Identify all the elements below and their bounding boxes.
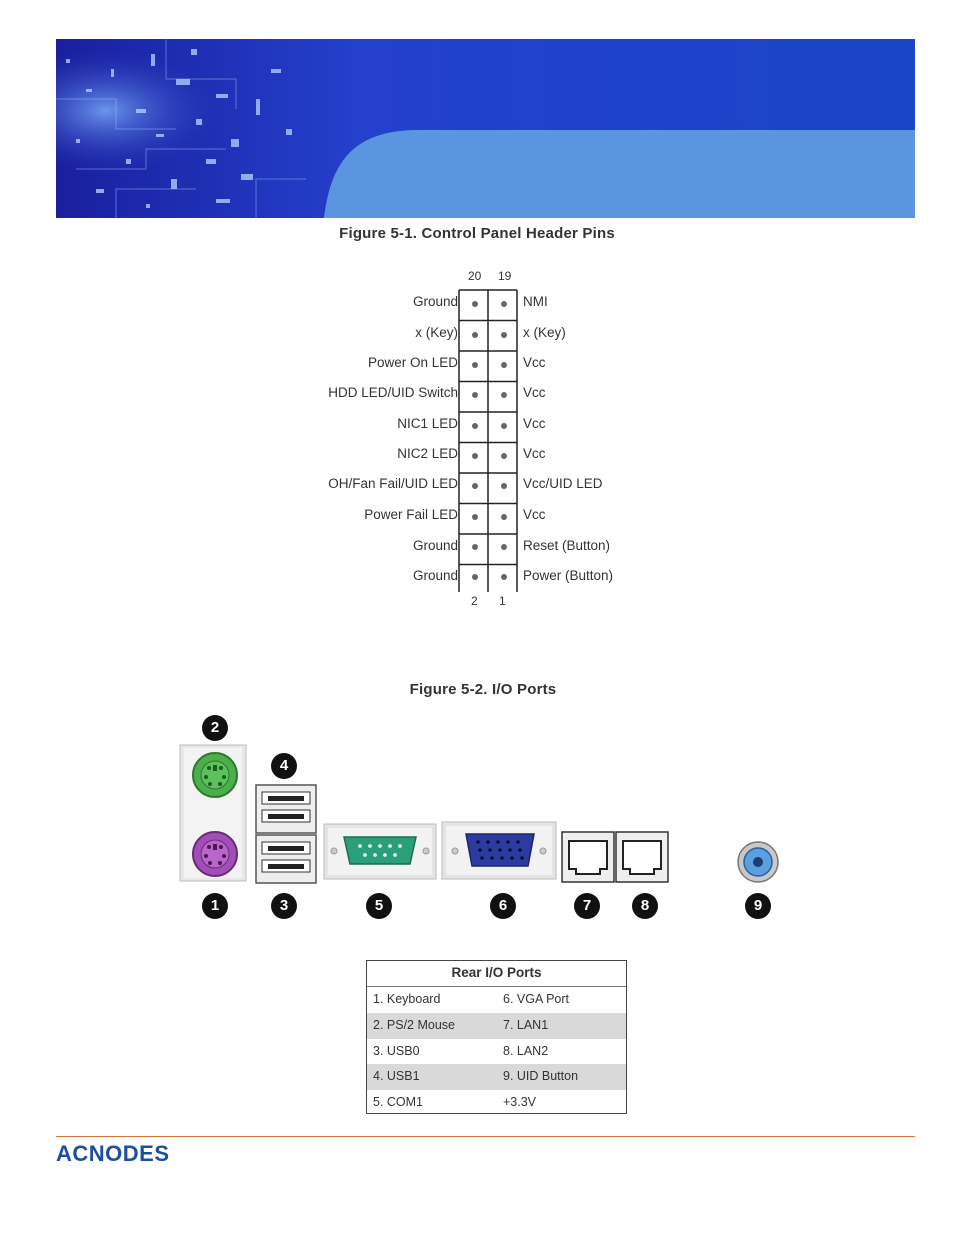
pin-label-right: Vcc	[523, 355, 546, 370]
pin-label-left: HDD LED/UID Switch	[328, 385, 458, 400]
pin-label-left: Power Fail LED	[364, 507, 458, 522]
pin-number-2: 2	[471, 594, 478, 608]
pin-number-19: 19	[498, 269, 512, 283]
pin-label-right: Power (Button)	[523, 568, 614, 583]
pin-label-right: Vcc	[523, 446, 546, 461]
callout-6: 6	[490, 893, 516, 919]
table-row: 2. PS/2 Mouse 7. LAN1	[367, 1012, 626, 1039]
io-ports-illustration	[179, 744, 779, 884]
pin-label-left: Ground	[412, 294, 458, 309]
acnodes-logo: ACNODES	[56, 1140, 216, 1171]
pin-label-left: NIC2 LED	[397, 446, 458, 461]
callout-9: 9	[745, 893, 771, 919]
vga-port-icon	[441, 821, 557, 880]
callout-3: 3	[271, 893, 297, 919]
table-cell: 1. Keyboard	[373, 992, 441, 1006]
table-cell: +3.3V	[503, 1095, 537, 1110]
uid-button-icon	[737, 841, 779, 883]
table-row: 4. USB1 9. UID Button	[367, 1064, 626, 1091]
pin-label-left: Ground	[412, 568, 458, 583]
table-cell: 2. PS/2 Mouse	[373, 1017, 455, 1032]
pin-label-right: x (Key)	[523, 325, 566, 340]
table-cell: 6. VGA Port	[503, 992, 570, 1006]
svg-text:ACNODES: ACNODES	[56, 1141, 170, 1166]
callout-7: 7	[574, 893, 600, 919]
usb-ports-icon	[255, 784, 317, 884]
callout-8: 8	[632, 893, 658, 919]
pin-label-right: Vcc	[523, 507, 546, 522]
control-panel-header-diagram	[458, 289, 518, 592]
callout-1: 1	[202, 893, 228, 919]
ps2-ports-icon	[179, 744, 247, 882]
pin-label-right: Reset (Button)	[523, 538, 611, 553]
table-cell: 4. USB1	[373, 1069, 420, 1084]
header-banner	[56, 39, 915, 218]
pin-label-right: NMI	[523, 294, 548, 309]
table-cell: 9. UID Button	[503, 1069, 579, 1084]
lan-ports-icon	[561, 831, 669, 883]
table-row: 5. COM1 +3.3V	[367, 1090, 626, 1116]
table-cell: 3. USB0	[373, 1043, 420, 1058]
pin-number-20: 20	[468, 269, 482, 283]
table-row: 3. USB0 8. LAN2	[367, 1039, 626, 1065]
com-port-icon	[323, 823, 437, 880]
callout-5: 5	[366, 893, 392, 919]
callout-2: 2	[202, 715, 228, 741]
pin-label-right: Vcc	[523, 416, 546, 431]
pin-label-left: Power On LED	[367, 355, 458, 370]
table-title: Rear I/O Ports	[367, 961, 626, 987]
pin-label-left: OH/Fan Fail/UID LED	[328, 476, 458, 491]
figure1-caption: Figure 5-1. Control Panel Header Pins	[339, 225, 615, 242]
pin-number-1: 1	[499, 594, 506, 608]
rear-io-table: Rear I/O Ports 1. Keyboard 6. VGA Port 2…	[366, 960, 627, 1114]
pin-label-left: NIC1 LED	[397, 416, 458, 431]
pin-label-right: Vcc	[523, 385, 546, 400]
table-cell: 5. COM1	[373, 1095, 424, 1110]
pin-label-left: x (Key)	[415, 325, 458, 340]
pin-label-left: Ground	[412, 538, 458, 553]
callout-4: 4	[271, 753, 297, 779]
pin-label-right: Vcc/UID LED	[523, 476, 603, 491]
table-row: 1. Keyboard 6. VGA Port	[367, 987, 626, 1013]
table-cell: 8. LAN2	[503, 1043, 549, 1058]
figure2-caption: Figure 5-2. I/O Ports	[409, 681, 557, 698]
footer-divider	[56, 1136, 915, 1137]
table-cell: 7. LAN1	[503, 1017, 549, 1032]
